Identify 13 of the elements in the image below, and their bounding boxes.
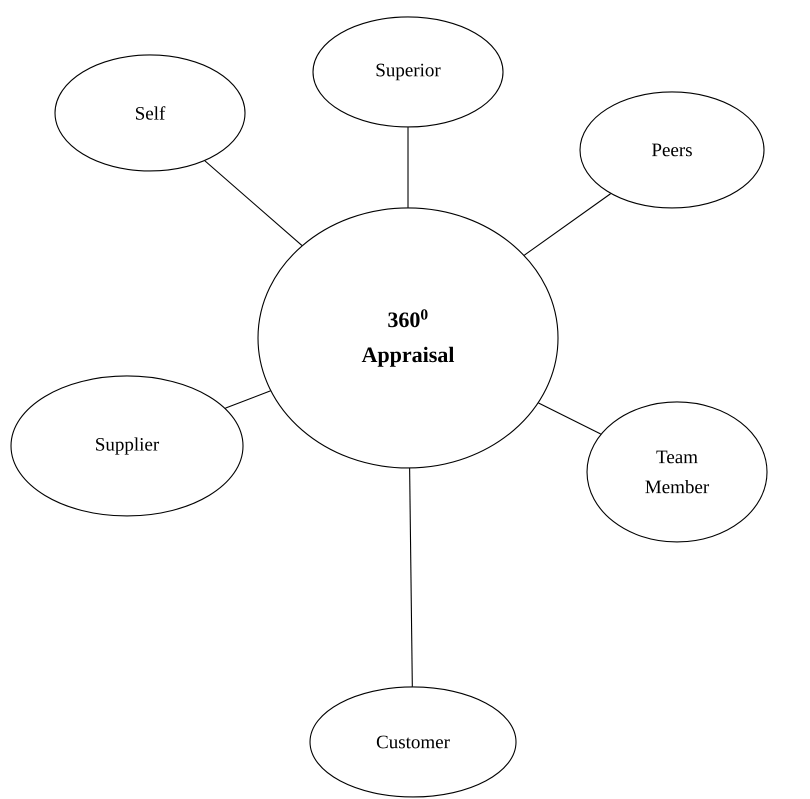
ellipse-node: Self [54, 54, 246, 172]
connector-line [538, 402, 601, 434]
ellipse-node: Superior [312, 16, 504, 128]
connector-line [409, 468, 413, 686]
connector-line [204, 160, 302, 246]
ellipse-node: Supplier [10, 375, 244, 517]
connector-line [524, 193, 611, 256]
ellipse-node: Team Member [586, 401, 768, 543]
ellipse-node: 360$^{0}$ Appraisal [257, 207, 559, 469]
ellipse-node: Customer [309, 686, 517, 798]
connector-line [225, 390, 271, 409]
connector-line [407, 128, 409, 208]
ellipse-node: Peers [579, 91, 765, 209]
